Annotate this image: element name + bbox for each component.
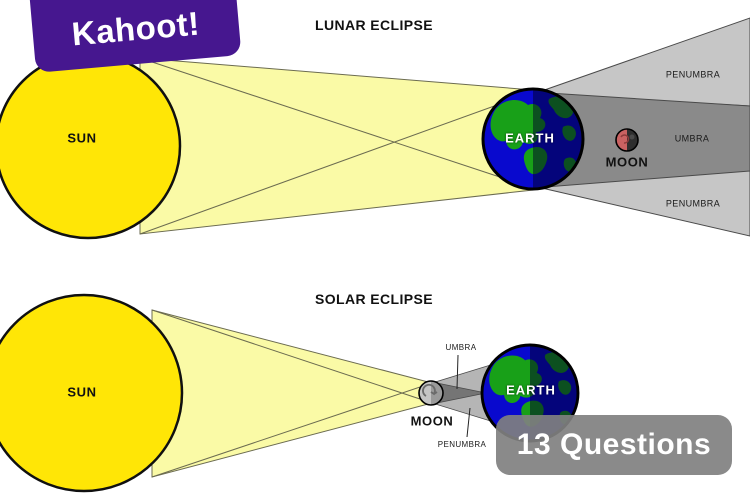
lunar-umbra-label: UMBRA bbox=[674, 133, 710, 144]
question-count-badge: 13 Questions bbox=[496, 415, 732, 475]
lunar-earth-label: EARTH bbox=[505, 130, 555, 146]
lunar-sun-rays bbox=[139, 57, 534, 235]
solar-ray-line-bottom-to-top bbox=[151, 382, 433, 478]
penumbra-leader-line bbox=[466, 407, 471, 438]
lunar-sun-label: SUN bbox=[67, 130, 97, 146]
lunar-eclipse-diagram bbox=[0, 17, 750, 240]
lunar-ray-line-bottom-to-top bbox=[139, 91, 534, 235]
moon-gray-patch bbox=[629, 134, 635, 140]
lunar-earth bbox=[481, 87, 585, 191]
earth-night-side bbox=[533, 89, 583, 189]
lunar-penumbra-bottom-label: PENUMBRA bbox=[665, 198, 721, 209]
moon-lit-side bbox=[419, 381, 431, 405]
lunar-penumbra-top-label: PENUMBRA bbox=[665, 69, 721, 80]
solar-moon-label: MOON bbox=[410, 413, 454, 429]
moon-swirl-mark bbox=[422, 383, 438, 397]
lunar-moon bbox=[615, 128, 639, 152]
lunar-moon-label: MOON bbox=[605, 154, 649, 170]
solar-sun-rays bbox=[151, 309, 433, 478]
moon-outline bbox=[615, 128, 639, 152]
umbra-leader-line bbox=[456, 354, 459, 390]
lunar-ray-line-top-to-bottom bbox=[139, 57, 534, 189]
solar-sun bbox=[0, 293, 184, 493]
moon-outline bbox=[418, 380, 444, 406]
solar-sun-label: SUN bbox=[67, 384, 97, 400]
kahoot-logo-text: Kahoot! bbox=[70, 4, 202, 53]
solar-penumbra-label: PENUMBRA bbox=[437, 440, 487, 449]
lunar-sun bbox=[0, 52, 182, 240]
solar-moon bbox=[418, 380, 444, 406]
solar-earth-label: EARTH bbox=[506, 382, 556, 398]
solar-eclipse-diagram bbox=[0, 293, 580, 493]
lunar-eclipse-title: LUNAR ECLIPSE bbox=[315, 17, 433, 33]
solar-ray-line-top-to-bottom bbox=[151, 309, 433, 404]
moon-crater-marks bbox=[620, 134, 630, 144]
solar-umbra-label: UMBRA bbox=[445, 343, 477, 352]
question-count-text: 13 Questions bbox=[516, 428, 712, 461]
solar-eclipse-title: SOLAR ECLIPSE bbox=[315, 291, 433, 307]
lunar-penumbra-top-region bbox=[532, 17, 750, 107]
earth-outline bbox=[481, 87, 585, 191]
